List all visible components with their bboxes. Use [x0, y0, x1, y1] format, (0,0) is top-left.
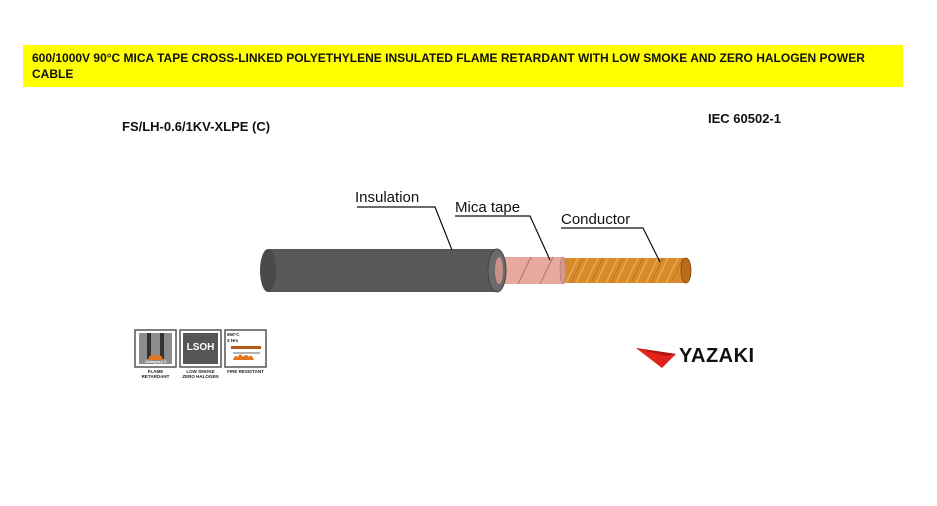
flame-icon: [148, 354, 163, 360]
fire-resistant-badge: [224, 329, 267, 368]
fire-badge-caption: FIRE RESISTANT: [227, 369, 264, 374]
mica-tape-label: Mica tape: [455, 199, 521, 216]
title-banner: 600/1000V 90°C MICA TAPE CROSS-LINKED PO…: [23, 45, 903, 87]
yazaki-logo: YAZAKI: [636, 345, 796, 370]
insulation-label: Insulation: [355, 189, 420, 206]
mica-tape-section: [497, 256, 567, 285]
lsoh-badge: [179, 329, 222, 368]
fire-badge-temperature: 950°C: [227, 332, 240, 337]
conductor-leader-line: [561, 227, 661, 263]
yazaki-wordmark: YAZAKI: [679, 345, 755, 367]
fire-badge-duration: 3 Hrs: [227, 338, 239, 343]
certification-badges: Category C LSOH 950°C 3 Hrs FLAME RETARD…: [134, 329, 269, 391]
flame-badge-caption: FLAME RETARDANT: [141, 369, 170, 379]
cable-code: FS/LH-0.6/1KV-XLPE (C): [122, 119, 271, 134]
insulation-leader-line: [357, 206, 453, 251]
conductor-section: [560, 257, 692, 284]
standard-reference: IEC 60502-1: [708, 111, 781, 126]
fire-icon: [233, 354, 254, 360]
insulation-section: [260, 248, 507, 293]
conductor-label: Conductor: [561, 211, 631, 228]
lsoh-badge-caption: LOW SMOKE ZERO HALOGEN: [182, 369, 219, 379]
lsoh-badge-inner-text: LSOH: [186, 342, 215, 353]
mica-tape-leader-line: [455, 215, 551, 261]
badge-graphics: [134, 329, 267, 368]
yazaki-mark-icon: [636, 348, 676, 368]
flame-retardant-badge: [134, 329, 177, 368]
cable-title: 600/1000V 90°C MICA TAPE CROSS-LINKED PO…: [32, 51, 865, 81]
flame-badge-inner-text: Category C: [145, 359, 167, 364]
